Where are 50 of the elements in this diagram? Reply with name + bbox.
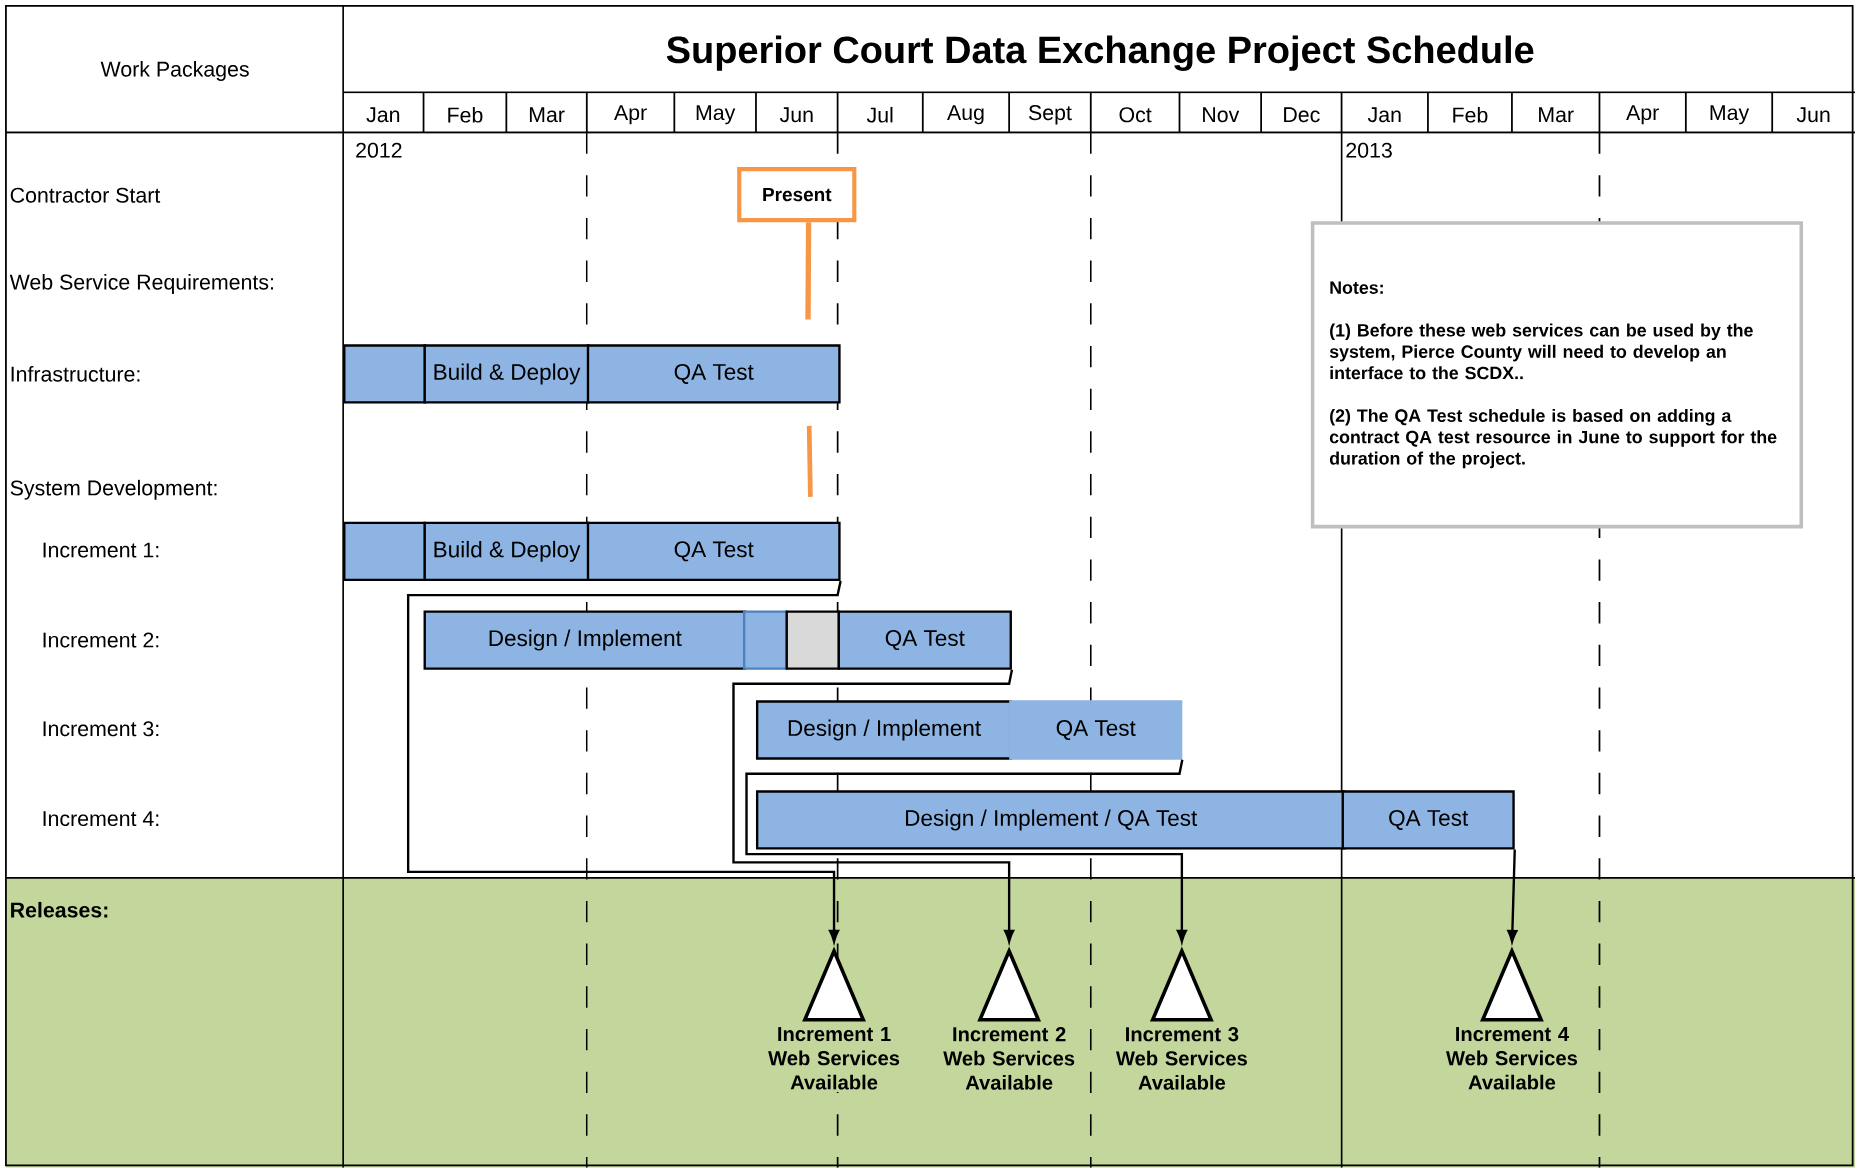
milestone-caption: Increment 3 Web Services Available bbox=[1104, 1024, 1259, 1093]
label: Increment 1: bbox=[43, 542, 159, 558]
label: Increment 3: bbox=[43, 721, 159, 737]
label: Jan bbox=[1367, 107, 1401, 123]
label: Aug bbox=[947, 105, 984, 125]
label: May bbox=[1710, 105, 1750, 125]
label: Jul bbox=[866, 107, 893, 123]
label: Nov bbox=[1203, 107, 1240, 123]
arrow bbox=[1507, 849, 1518, 943]
label: May bbox=[696, 105, 736, 125]
label: Feb bbox=[448, 107, 483, 123]
label: Sept bbox=[1028, 105, 1072, 125]
milestone-caption: Increment 1 Web Services Available bbox=[756, 1024, 912, 1093]
task-bar: QA Test bbox=[837, 610, 1012, 670]
label: Releases: bbox=[11, 902, 108, 918]
label: 2012 bbox=[356, 142, 402, 158]
label: Oct bbox=[1119, 107, 1152, 123]
task-bar: Build & Deploy bbox=[423, 521, 590, 582]
task-bar: Build & Deploy bbox=[423, 344, 590, 404]
label: Mar bbox=[1539, 107, 1574, 123]
task-bar: QA Test bbox=[1341, 790, 1515, 850]
task-bar bbox=[343, 344, 427, 404]
label: Jun bbox=[779, 107, 813, 123]
task-bar: Design / Implement bbox=[755, 700, 1013, 760]
label: Increment 2: bbox=[43, 632, 159, 648]
task-bar: QA Test bbox=[586, 521, 841, 582]
label: Increment 4: bbox=[43, 811, 159, 827]
label: Feb bbox=[1453, 107, 1488, 123]
milestone-caption: Increment 4 Web Services Available bbox=[1434, 1024, 1590, 1093]
label: Infrastructure: bbox=[11, 366, 140, 382]
label: Work Packages bbox=[100, 61, 249, 82]
task-bar bbox=[742, 610, 789, 670]
marker-box: Present bbox=[737, 167, 857, 223]
label: 2013 bbox=[1346, 142, 1392, 158]
notes-box: Notes: (1) Before these web services can be used by the system, Pierce County will need to develop an interface to the SCDX.. (2) The QA Test schedule is based on adding a contract QA test resource in June to support for the duration of the project. bbox=[1310, 221, 1804, 529]
label: Web Service Requirements: bbox=[9, 274, 273, 295]
label: Apr bbox=[614, 105, 647, 125]
label: Apr bbox=[1626, 105, 1659, 125]
task-bar: QA Test bbox=[586, 344, 841, 404]
task-bar bbox=[343, 521, 427, 582]
milestone-caption: Increment 2 Web Services Available bbox=[932, 1024, 1087, 1093]
label: System Development: bbox=[10, 480, 217, 500]
label: Jan bbox=[366, 107, 400, 123]
label: Contractor Start bbox=[10, 187, 161, 203]
task-bar: QA Test bbox=[1009, 700, 1183, 760]
label: Jun bbox=[1796, 107, 1830, 123]
task-bar bbox=[785, 610, 841, 670]
label: Dec bbox=[1284, 107, 1320, 123]
title: Superior Court Data Exchange Project Schedule bbox=[666, 35, 1534, 72]
label: Mar bbox=[529, 107, 565, 123]
